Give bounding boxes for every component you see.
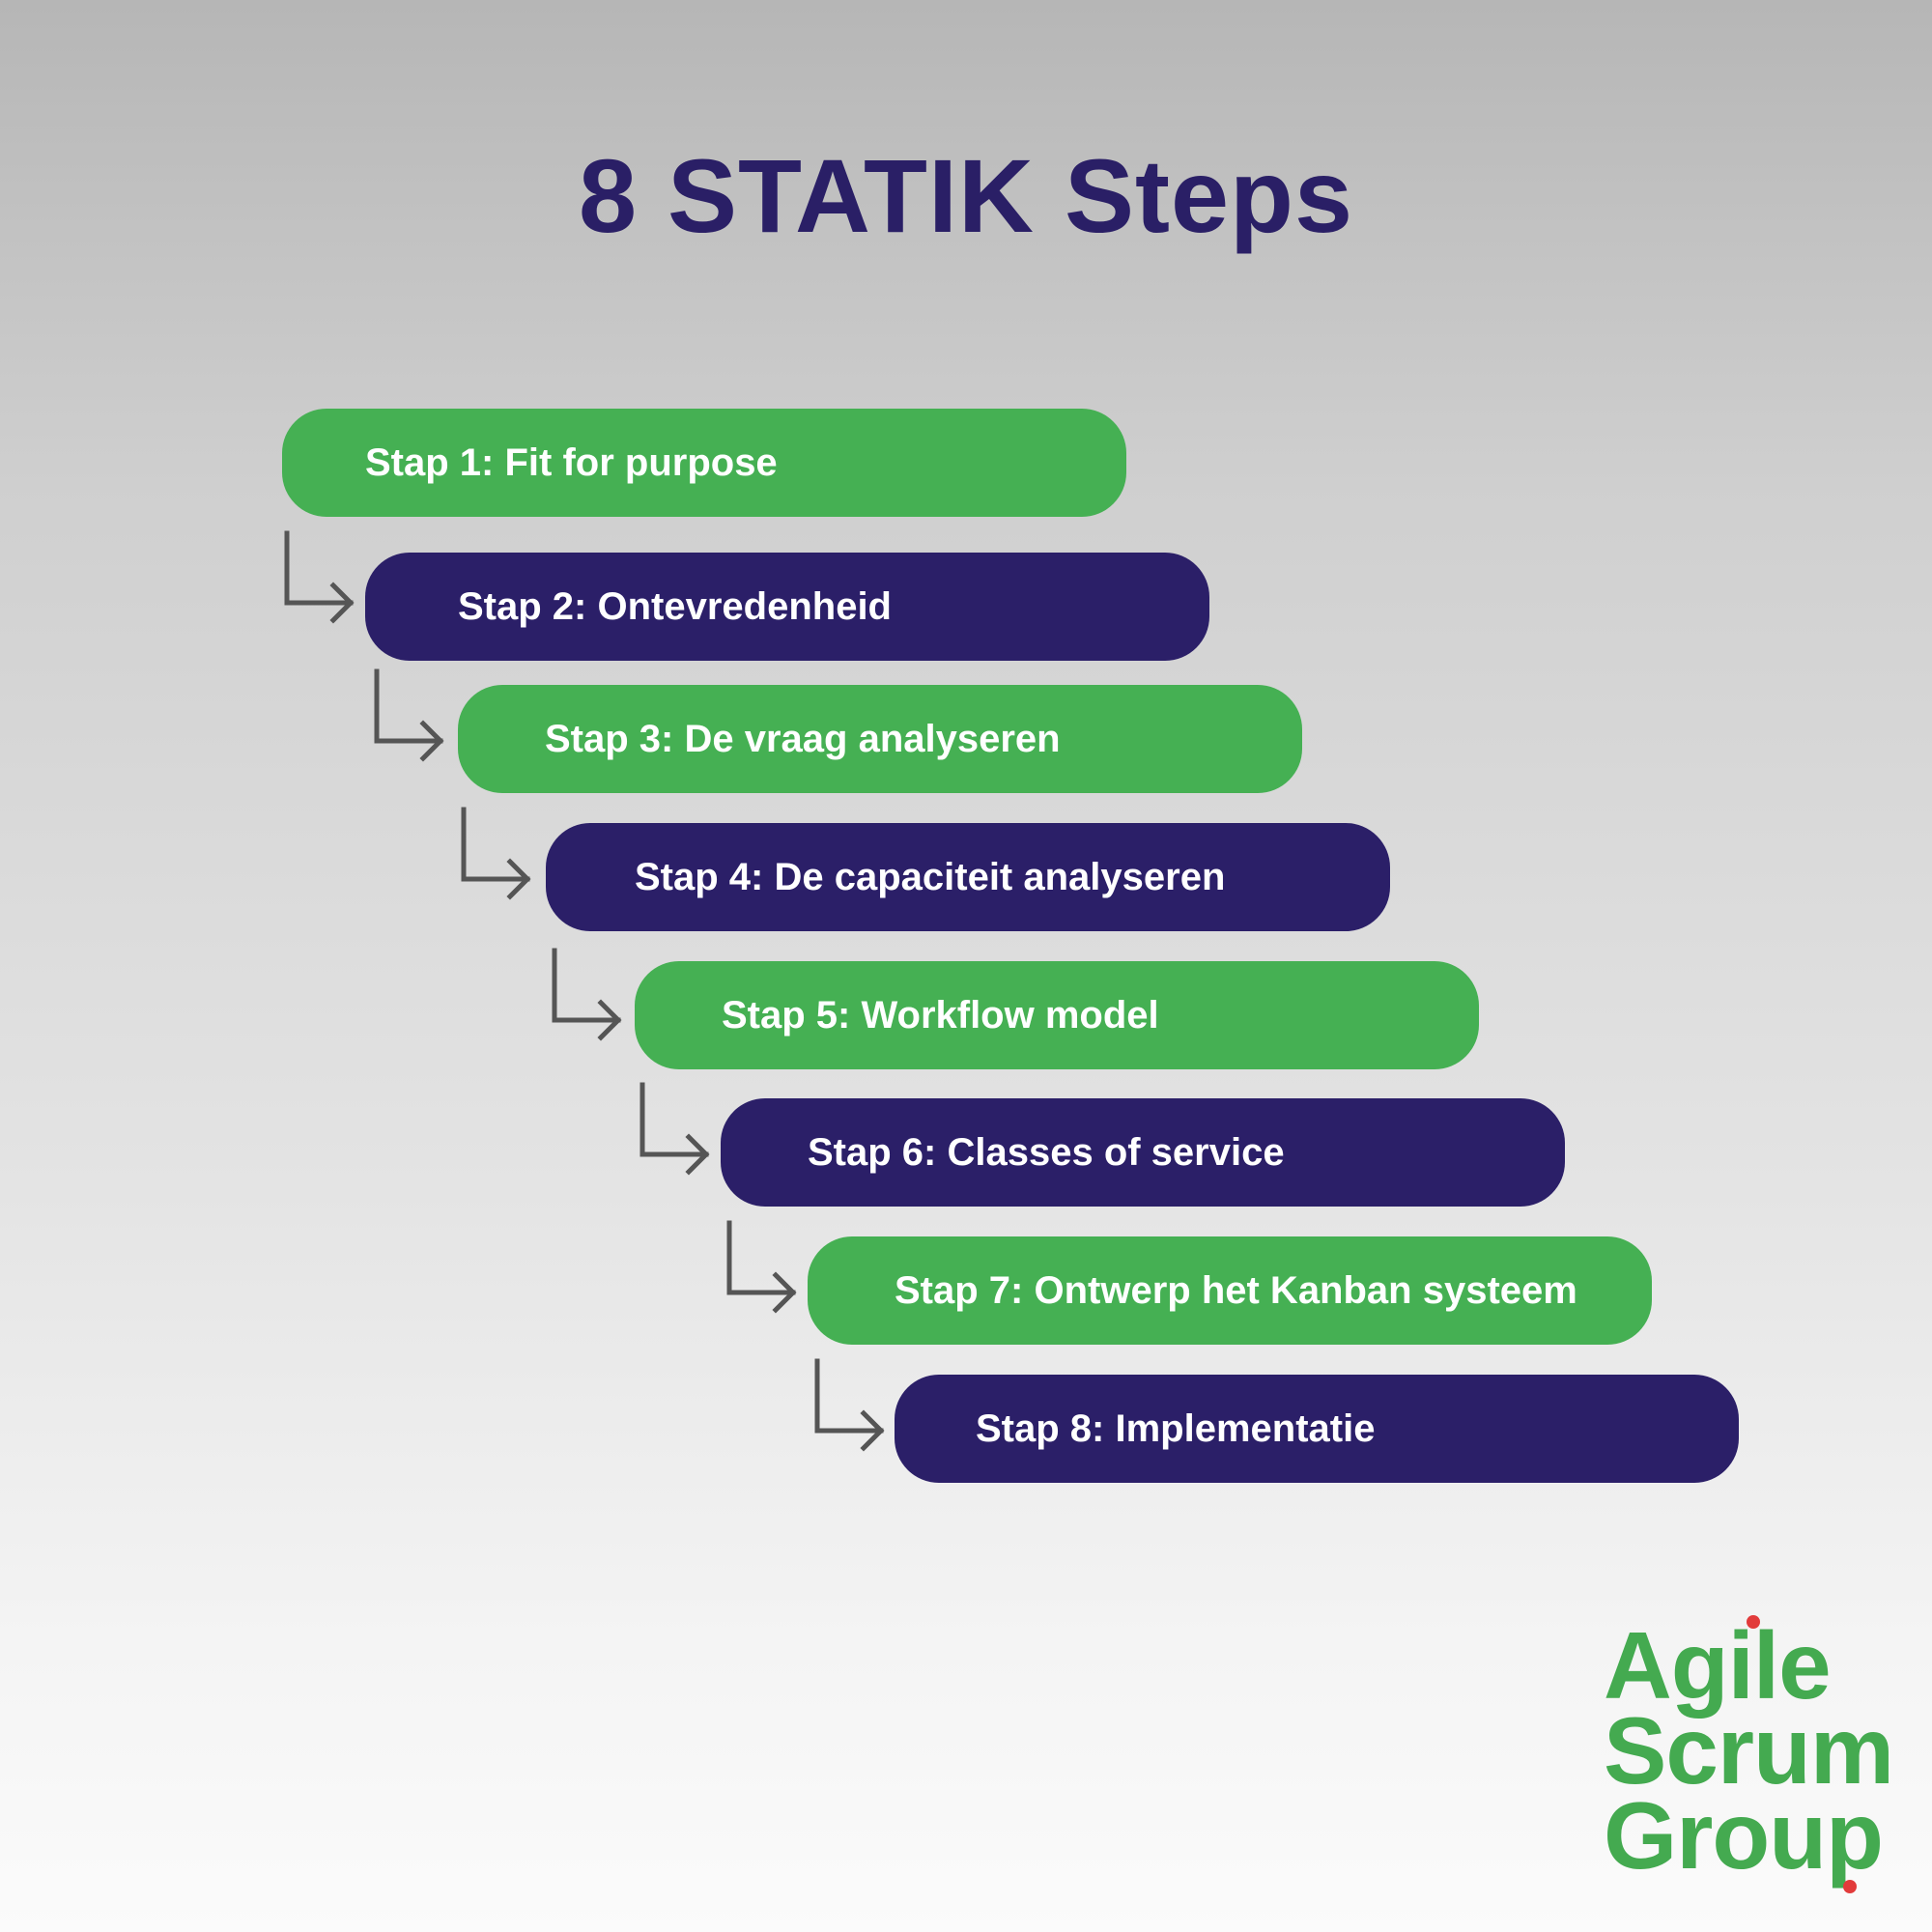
turn-right-arrow-icon — [461, 807, 531, 900]
step-4-label: Stap 4: De capaciteit analyseren — [635, 855, 1226, 898]
turn-right-arrow-icon — [639, 1082, 710, 1176]
step-8: Stap 8: Implementatie — [895, 1375, 1739, 1483]
turn-right-arrow-icon — [726, 1220, 797, 1314]
step-5-label: Stap 5: Workflow model — [722, 993, 1159, 1037]
step-1: Stap 1: Fit for purpose — [282, 409, 1126, 517]
step-3: Stap 3: De vraag analyseren — [458, 685, 1302, 793]
step-8-label: Stap 8: Implementatie — [976, 1406, 1376, 1450]
step-6: Stap 6: Classes of service — [721, 1098, 1565, 1207]
step-1-label: Stap 1: Fit for purpose — [365, 440, 778, 484]
logo-dot-icon — [1843, 1880, 1857, 1893]
logo-dot-icon — [1747, 1615, 1760, 1629]
agile-scrum-group-logo: Agile Scrum Group — [1604, 1612, 1894, 1893]
logo-line-group: Group — [1604, 1788, 1893, 1893]
turn-right-arrow-icon — [814, 1358, 885, 1452]
step-2-label: Stap 2: Ontevredenheid — [458, 584, 892, 628]
logo-line-agile: Agile — [1604, 1612, 1832, 1719]
step-7: Stap 7: Ontwerp het Kanban systeem — [808, 1236, 1652, 1345]
turn-right-arrow-icon — [552, 948, 622, 1041]
step-2: Stap 2: Ontevredenheid — [365, 553, 1209, 661]
step-3-label: Stap 3: De vraag analyseren — [545, 717, 1061, 760]
logo-line-scrum: Scrum — [1604, 1697, 1894, 1804]
page-title: 8 STATIK Steps — [578, 137, 1354, 254]
step-6-label: Stap 6: Classes of service — [808, 1130, 1285, 1174]
turn-right-arrow-icon — [374, 668, 444, 762]
turn-right-arrow-icon — [284, 530, 355, 624]
step-4: Stap 4: De capaciteit analyseren — [546, 823, 1390, 931]
step-7-label: Stap 7: Ontwerp het Kanban systeem — [895, 1268, 1577, 1312]
step-5: Stap 5: Workflow model — [635, 961, 1479, 1069]
